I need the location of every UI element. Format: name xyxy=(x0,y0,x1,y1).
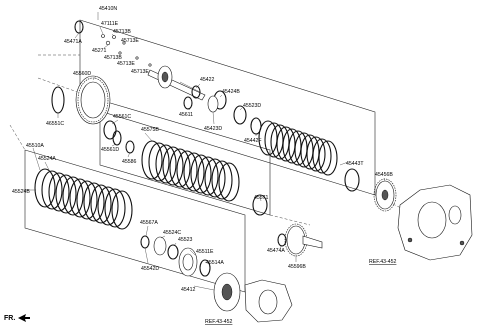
clutch-pack-45443t xyxy=(258,120,338,176)
dashed-line-2 xyxy=(37,77,101,101)
label-45567a: 45567A xyxy=(140,220,158,226)
retainer-45412-hub xyxy=(221,283,233,301)
shaft-gear-hub xyxy=(161,71,169,83)
label-45561d: 45561D xyxy=(101,147,119,153)
ring-45514a xyxy=(199,259,211,277)
clutch-pack-45575b xyxy=(141,140,240,202)
part-45713b-b xyxy=(118,51,122,55)
input-shaft xyxy=(147,69,206,101)
label-45575b: 45575B xyxy=(141,127,159,133)
lower-housing xyxy=(244,279,293,323)
label-45271: 45271 xyxy=(92,48,107,54)
drum-45560d-teeth xyxy=(77,77,109,123)
piston-45511e-inner xyxy=(182,253,194,271)
ref-label-case[interactable]: REF.43-452 xyxy=(369,259,397,265)
label-45423d: 45423D xyxy=(204,126,222,132)
part-45271 xyxy=(105,40,111,46)
frame-upper-group xyxy=(79,19,376,196)
transmission-case xyxy=(397,184,473,261)
part-45713e-a xyxy=(122,41,126,45)
label-45474a: 45474A xyxy=(267,248,285,254)
dashed-line-6 xyxy=(9,124,26,151)
bearing-45423d xyxy=(207,95,219,113)
gear-45596b-shaft xyxy=(302,235,323,249)
label-45523: 45523 xyxy=(178,237,193,243)
label-45422: 45422 xyxy=(200,77,215,83)
ring-45523 xyxy=(167,244,179,260)
gear-45456b-teeth xyxy=(373,178,397,212)
label-45596b: 45596B xyxy=(288,264,306,270)
label-45611: 45611 xyxy=(179,112,193,118)
leader-lines xyxy=(23,12,386,291)
gear-45596b xyxy=(286,225,306,255)
ring-45561d xyxy=(112,130,122,146)
label-45713b-a: 45713B xyxy=(113,29,131,35)
label-45542d: 45542D xyxy=(141,266,159,272)
label-45410n: 45410N xyxy=(99,6,117,12)
ring-45561c xyxy=(103,120,117,140)
piston-45511e xyxy=(178,247,198,277)
label-45713b-b: 45713B xyxy=(104,55,122,61)
label-45510a: 45510A xyxy=(26,143,44,149)
label-45523d: 45523D xyxy=(243,103,261,109)
label-45456b: 45456B xyxy=(375,172,393,178)
label-45571: 45571 xyxy=(254,195,269,201)
label-45524a: 45524A xyxy=(38,156,56,162)
ring-46551c xyxy=(51,86,65,114)
drum-45560d xyxy=(75,75,111,125)
bearing-45524c xyxy=(153,236,167,256)
label-45524b: 45524B xyxy=(12,189,30,195)
label-45713e-c: 45713E xyxy=(131,69,149,75)
case-bolt-1 xyxy=(407,237,413,243)
ring-45586 xyxy=(125,140,135,154)
label-45412: 45412 xyxy=(181,287,196,293)
label-47111e: 47111E xyxy=(101,21,119,27)
ring-45611 xyxy=(183,96,193,110)
gear-45456b-hub xyxy=(381,189,389,201)
ref-label-housing[interactable]: REF.43-452 xyxy=(205,319,233,325)
dashed-line-4 xyxy=(269,214,311,226)
ring-45443t xyxy=(344,168,360,192)
label-45471a: 45471A xyxy=(64,39,82,45)
case-bolt-2 xyxy=(459,240,465,246)
label-45424b: 45424B xyxy=(222,89,240,95)
ring-45474a xyxy=(277,233,287,247)
ring-45523d xyxy=(233,105,247,125)
drum-45560d-inner xyxy=(80,81,106,119)
label-45443t: 45443T xyxy=(346,161,364,167)
ring-45422 xyxy=(191,85,201,99)
part-47111e xyxy=(101,34,105,38)
label-45442f: 45442F xyxy=(244,138,262,144)
shaft-spline xyxy=(179,81,201,93)
label-45511e: 45511E xyxy=(196,249,214,255)
case-bore-1 xyxy=(417,201,447,239)
clutch-pack-45524a xyxy=(34,168,133,230)
label-45560d: 45560D xyxy=(73,71,91,77)
case-bore-2 xyxy=(448,205,462,225)
front-direction-label: FR. xyxy=(4,315,15,322)
ring-45567a xyxy=(140,235,150,249)
part-45713b-a xyxy=(112,35,116,39)
label-45561c: 45561C xyxy=(113,114,131,120)
label-45713e-b: 45713E xyxy=(117,61,135,67)
lower-housing-bore xyxy=(258,289,278,315)
label-46551c: 46551C xyxy=(46,121,64,127)
label-45524c: 45524C xyxy=(163,230,181,236)
part-45713e-c xyxy=(148,63,152,67)
part-45713e-b xyxy=(135,56,139,60)
label-45713e-a: 45713E xyxy=(121,38,139,44)
label-45514a: 45514A xyxy=(206,260,224,266)
front-arrow-icon xyxy=(18,314,30,322)
frame-lower-group xyxy=(24,149,246,293)
label-45586: 45586 xyxy=(122,159,137,165)
ring-45571 xyxy=(252,194,268,216)
snap-ring-45471a xyxy=(74,20,84,34)
